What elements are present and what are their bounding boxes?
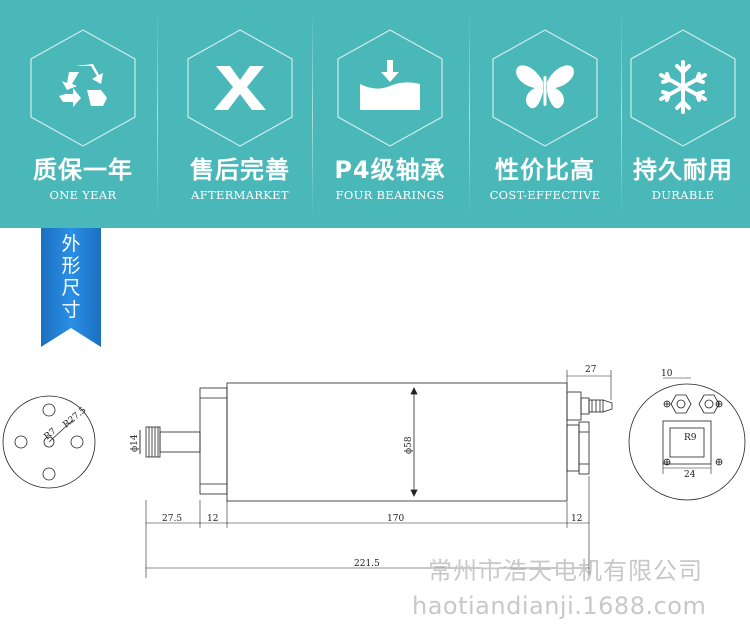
feature-four-bearings: P4级轴承 FOUR BEARINGS xyxy=(315,0,465,228)
banner-divider xyxy=(157,8,158,220)
dim-right-bottom: 24 xyxy=(684,470,696,480)
feature-subtitle: AFTERMARKET xyxy=(191,188,289,202)
section-tag-label: 外 形 尺 寸 xyxy=(41,233,101,321)
hexagon-frame xyxy=(492,29,598,147)
feature-aftermarket: 售后完善 AFTERMARKET xyxy=(165,0,315,228)
bearing-arrow-icon xyxy=(360,60,420,110)
feature-title: 持久耐用 xyxy=(633,156,733,184)
banner-divider xyxy=(469,8,470,220)
hexagon-frame xyxy=(187,29,293,147)
banner-divider xyxy=(312,8,313,220)
dimension-drawing: R7 R27.5 ϕ14 ϕ58 27 27.5 12 170 12 221.5… xyxy=(2,365,746,578)
dim-r1: R7 xyxy=(43,426,59,442)
dimension-labels: R7 R27.5 ϕ14 ϕ58 27 27.5 12 170 12 221.5… xyxy=(43,365,697,569)
hexagon-frame xyxy=(30,29,136,147)
feature-title: P4级轴承 xyxy=(334,156,446,184)
left-end-view xyxy=(2,395,96,489)
watermark-site: haotiandianji.1688.com xyxy=(412,592,707,620)
dim-right-radius: R9 xyxy=(684,433,697,443)
dim-top-right: 27 xyxy=(585,365,597,375)
dim-shaft-diameter: ϕ14 xyxy=(130,434,140,452)
dim-total: 221.5 xyxy=(354,559,380,569)
feature-subtitle: ONE YEAR xyxy=(49,188,117,202)
section-tag xyxy=(41,228,101,347)
front-flange xyxy=(199,387,228,495)
feature-subtitle: FOUR BEARINGS xyxy=(335,188,445,202)
watermark-company: 常州市浩天电机有限公司 xyxy=(428,557,703,585)
feature-durable: 持久耐用 DURABLE xyxy=(608,0,750,228)
tag-char: 寸 xyxy=(61,299,81,321)
motor-body xyxy=(226,382,568,502)
dim-body-diameter: ϕ58 xyxy=(404,436,414,454)
x-icon xyxy=(214,66,266,110)
feature-banner: 质保一年 ONE YEAR 售后完善 AFTERMARKET P4级轴承 FOU… xyxy=(0,0,750,228)
feature-one-year: 质保一年 ONE YEAR xyxy=(8,0,158,228)
rear-connector xyxy=(566,391,613,475)
hexagon-frame xyxy=(630,29,736,147)
butterfly-icon xyxy=(516,65,574,109)
dim-bottom-3: 170 xyxy=(387,514,404,524)
dim-bottom-2: 12 xyxy=(207,514,218,524)
banner-divider xyxy=(621,8,622,220)
feature-cost-effective: 性价比高 COST-EFFECTIVE xyxy=(470,0,620,228)
tag-char: 形 xyxy=(61,255,81,277)
dim-right-top: 10 xyxy=(661,369,673,379)
feature-title: 质保一年 xyxy=(33,156,133,184)
feature-subtitle: COST-EFFECTIVE xyxy=(489,188,601,202)
snowflake-icon xyxy=(659,60,707,114)
tag-char: 尺 xyxy=(61,277,81,299)
dim-bottom-4: 12 xyxy=(571,514,582,524)
feature-title: 性价比高 xyxy=(495,156,595,184)
right-end-view xyxy=(628,383,746,501)
feature-subtitle: DURABLE xyxy=(651,188,715,202)
feature-title: 售后完善 xyxy=(190,156,290,184)
hexagon-frame xyxy=(337,29,443,147)
dim-r2: R27.5 xyxy=(62,405,89,430)
recycle-icon xyxy=(59,64,107,107)
tag-char: 外 xyxy=(61,233,81,255)
shaft xyxy=(139,426,201,458)
dimension-lines xyxy=(139,370,712,578)
dim-bottom-1: 27.5 xyxy=(162,514,182,524)
